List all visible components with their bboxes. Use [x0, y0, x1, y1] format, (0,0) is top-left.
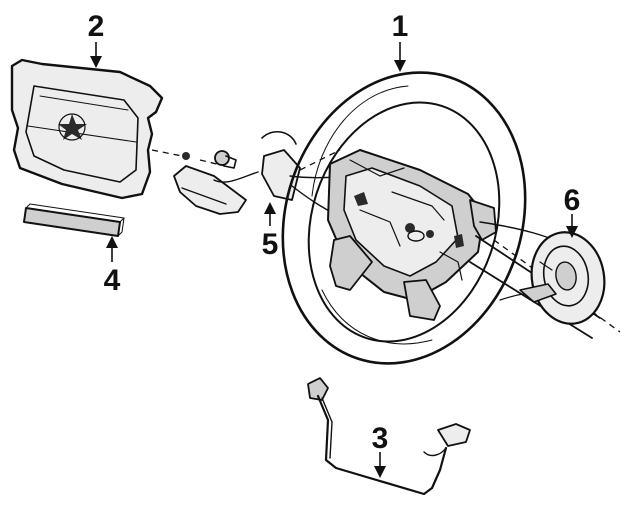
airbag-module-cover [10, 58, 164, 200]
callout-4: 4 [104, 264, 121, 297]
callout-2: 2 [88, 10, 105, 43]
star-emblem-icon [58, 114, 87, 140]
clockspring [519, 231, 606, 325]
callout-6: 6 [564, 184, 581, 217]
callout-arrows [90, 42, 578, 478]
horn-pad-strip [23, 203, 125, 237]
callout-5: 5 [262, 228, 279, 261]
horn-wire-harness [307, 377, 471, 496]
callout-3: 3 [372, 422, 389, 455]
callout-1: 1 [392, 10, 409, 43]
retaining-bolt [182, 150, 237, 169]
steering-wheel [281, 71, 527, 365]
